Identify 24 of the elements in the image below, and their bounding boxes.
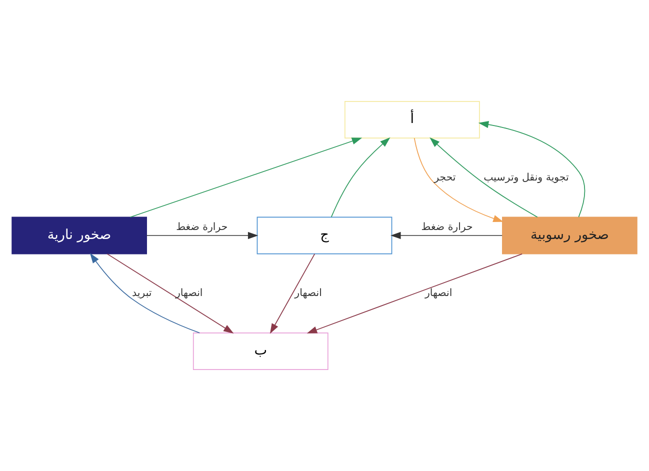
arrow: [90, 253, 200, 334]
arrow: [390, 232, 503, 240]
edge-label: انصهار: [424, 288, 452, 300]
arrow: [414, 138, 504, 222]
arrow: [106, 254, 234, 334]
arrow: [330, 137, 390, 218]
edge-label: تجوية ونقل وترسيب: [484, 172, 569, 184]
arrow: [270, 254, 316, 334]
edge-label: حرارة ضغط: [176, 222, 228, 234]
edge-label: تبريد: [132, 288, 152, 300]
arrow: [430, 137, 538, 218]
arrow: [130, 138, 362, 218]
node-box: صخور رسوبية: [502, 216, 638, 254]
node-box: صخور نارية: [12, 216, 147, 254]
arrow: [306, 254, 523, 334]
node-box: ج: [256, 216, 392, 254]
arrow: [478, 120, 586, 218]
edge-label: انصهار: [294, 288, 322, 300]
arrow: [146, 232, 258, 240]
edge-label: حرارة ضغط: [421, 222, 473, 234]
edge-label: تحجر: [434, 172, 456, 184]
node-box: ب: [192, 332, 328, 370]
node-box: أ: [344, 100, 480, 138]
edge-label: انصهار: [175, 288, 203, 300]
